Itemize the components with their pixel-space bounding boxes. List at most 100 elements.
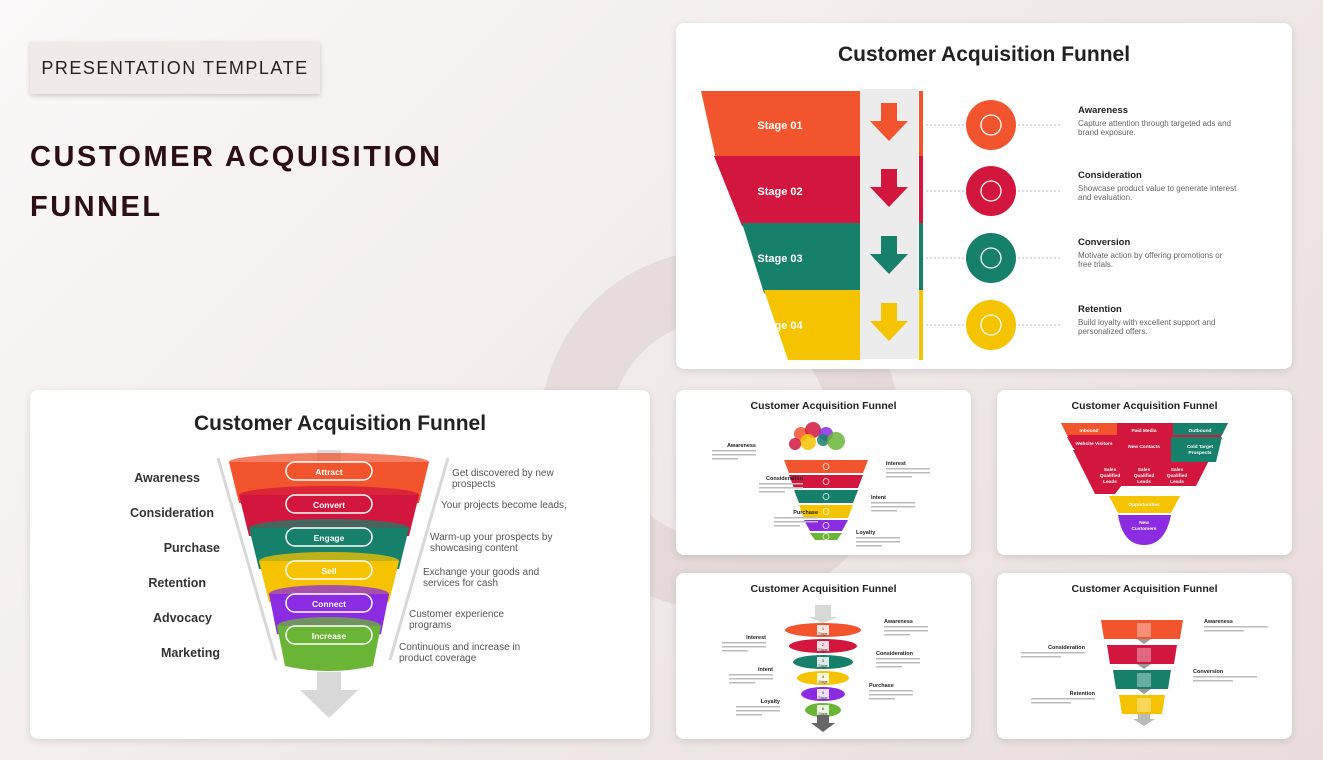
slide-title: Customer Acquisition Funnel xyxy=(750,583,897,595)
stage-description: personalized offers. xyxy=(1078,327,1148,336)
stage-name: Retention xyxy=(1078,304,1122,315)
ring-number: 2 xyxy=(822,642,825,647)
text-placeholder-line xyxy=(759,483,803,485)
cell-inbound xyxy=(1061,423,1117,435)
text-placeholder-line xyxy=(876,658,920,660)
stage-icon xyxy=(822,478,830,485)
stage-description: Capture attention through targeted ads a… xyxy=(1078,119,1231,128)
funnel-block xyxy=(1101,620,1183,639)
text-placeholder-line xyxy=(1204,630,1244,632)
cell-label: Website Visitors xyxy=(1075,441,1112,447)
text-placeholder-line xyxy=(722,646,766,648)
network-icon xyxy=(966,233,1016,283)
slide-title: Customer Acquisition Funnel xyxy=(1071,583,1218,595)
slide-preview-funnel-grid[interactable]: Customer Acquisition Funnel Inbound Paid … xyxy=(997,390,1292,555)
stage-label: Stage 02 xyxy=(757,186,802,198)
ring-funnel-diagram: 1Stage2Stage3Stage4Stage5Stage6StageAwar… xyxy=(722,605,928,732)
cell-outbound xyxy=(1173,423,1228,435)
stage-right-text: product coverage xyxy=(399,653,477,664)
stage-left-label: Marketing xyxy=(161,646,220,660)
cell-sql-1 xyxy=(1073,450,1135,494)
cell-label: Inbound xyxy=(1080,428,1099,434)
stage-left-label: Consideration xyxy=(130,506,214,520)
text-placeholder-line xyxy=(876,666,902,668)
text-placeholder-line xyxy=(886,476,912,478)
text-placeholder-line xyxy=(729,674,773,676)
funnel-block xyxy=(1107,645,1177,664)
cell-label: Leads xyxy=(1137,479,1151,485)
bubble xyxy=(817,434,829,446)
cell-label: Paid Media xyxy=(1131,428,1156,434)
cell-website xyxy=(1067,437,1117,448)
text-placeholder-line xyxy=(1204,626,1268,628)
text-placeholder-line xyxy=(729,678,773,680)
down-arrow-icon xyxy=(870,169,908,207)
stage-right-text: programs xyxy=(409,620,451,631)
stage-label: Loyalty xyxy=(856,530,876,536)
down-arrow-icon xyxy=(870,236,908,274)
stage-pill xyxy=(285,560,373,580)
cell-label: Qualified xyxy=(1100,473,1121,479)
pill-funnel-diagram: AttractConvertEngageSellConnectIncreaseA… xyxy=(130,450,567,718)
stage-right-text: Get discovered by new xyxy=(452,468,554,479)
text-placeholder-line xyxy=(876,662,920,664)
stage-description: Showcase product value to generate inter… xyxy=(1078,184,1237,193)
text-placeholder-line xyxy=(856,541,900,543)
pill-label: Sell xyxy=(321,566,336,576)
funnel-block xyxy=(1119,695,1165,714)
text-placeholder-line xyxy=(1193,676,1257,678)
funnel-layer xyxy=(810,533,842,540)
stage-right-text: Customer experience xyxy=(409,609,504,620)
cell-cold xyxy=(1171,437,1222,462)
text-placeholder-line xyxy=(729,682,755,684)
stage-label: Stage 03 xyxy=(757,253,802,265)
guide-line-left xyxy=(216,457,278,661)
ring-number: 3 xyxy=(822,658,825,663)
bubble-funnel-diagram: AwarenessInterestConsiderationIntentPurc… xyxy=(712,422,930,547)
slide-title: Customer Acquisition Funnel xyxy=(750,400,897,412)
ring-number: 4 xyxy=(822,674,825,679)
cell-label: Prospects xyxy=(1188,450,1212,456)
funnel-block xyxy=(1113,670,1171,689)
stage-right-text: showcasing content xyxy=(430,543,518,554)
text-placeholder-line xyxy=(886,468,930,470)
guide-line-right xyxy=(388,457,450,661)
stage-label: Intent xyxy=(758,667,773,673)
down-arrow-icon xyxy=(870,303,908,341)
ring-label: Stage xyxy=(818,680,827,684)
stage-left-label: Retention xyxy=(148,576,206,590)
stage-pill xyxy=(285,593,373,613)
ring-number: 5 xyxy=(822,690,825,695)
text-placeholder-line xyxy=(886,472,930,474)
cell-new-customers xyxy=(1118,515,1171,545)
stage-band xyxy=(764,290,860,360)
text-placeholder-line xyxy=(1021,652,1085,654)
text-placeholder-line xyxy=(1031,698,1095,700)
icon-glyph xyxy=(980,180,1002,202)
arrow-shaft xyxy=(817,715,829,723)
slide-title: Customer Acquisition Funnel xyxy=(1071,400,1218,412)
stage-label: Purchase xyxy=(869,683,894,689)
ring-badge xyxy=(817,657,829,667)
text-placeholder-line xyxy=(1031,702,1071,704)
down-arrow-icon xyxy=(300,690,358,718)
stage-description: and evaluation. xyxy=(1078,193,1132,202)
stage-label: Interest xyxy=(886,461,906,467)
stage-description: brand exposure. xyxy=(1078,128,1136,137)
stage-label: Awareness xyxy=(1204,619,1233,625)
stage-right-text: prospects xyxy=(452,479,495,490)
stage-divider xyxy=(919,223,923,293)
cell-opportunities xyxy=(1109,496,1180,513)
stage-description: Motivate action by offering promotions o… xyxy=(1078,251,1223,260)
ring-badge xyxy=(817,641,829,651)
funnel-layer xyxy=(784,460,868,473)
text-placeholder-line xyxy=(736,714,762,716)
stage-name: Awareness xyxy=(1078,105,1128,116)
block-icon xyxy=(1137,648,1151,662)
